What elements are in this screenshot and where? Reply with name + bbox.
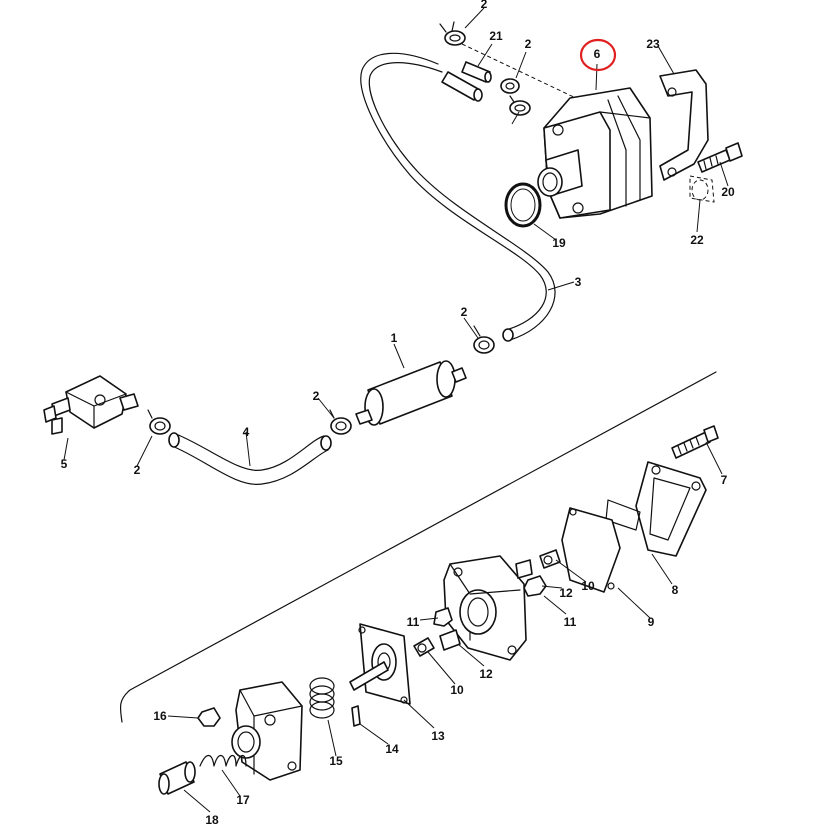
callout-3: 3 <box>575 275 582 289</box>
callout-16: 16 <box>153 709 167 723</box>
valve-10-upper <box>539 549 561 569</box>
callout-4: 4 <box>243 425 250 439</box>
callout-5: 5 <box>61 457 68 471</box>
fuel-pump-6 <box>537 87 653 219</box>
callout-2-mid: 2 <box>461 305 468 319</box>
callout-2-filter: 2 <box>313 389 320 403</box>
screw-7 <box>671 425 719 459</box>
diaphragm-13 <box>349 623 411 705</box>
callout-18: 18 <box>205 813 219 827</box>
pin-14 <box>351 705 361 727</box>
fuel-fitting-5 <box>43 375 139 435</box>
callout-11-upper: 11 <box>564 615 577 629</box>
spring-15 <box>309 677 335 719</box>
callout-9: 9 <box>648 615 655 629</box>
callout-21: 21 <box>489 29 503 43</box>
callout-labels: 2 21 2 6 23 20 22 19 3 2 1 2 4 2 5 7 8 9… <box>61 0 735 827</box>
spring-17 <box>199 754 247 767</box>
callout-7: 7 <box>721 473 728 487</box>
hose-clamp-right-lower <box>509 95 531 116</box>
callout-12-lower: 12 <box>479 667 493 681</box>
callout-11-lower: 11 <box>407 615 420 629</box>
callout-12-upper: 12 <box>559 586 573 600</box>
screw-10-lower <box>413 637 435 657</box>
fuel-hose-4 <box>168 432 332 485</box>
grommet-22 <box>689 175 715 203</box>
callout-6: 6 <box>594 47 601 61</box>
callout-19: 19 <box>552 236 566 250</box>
pump-cover-8 <box>635 461 707 557</box>
callout-1: 1 <box>391 331 398 345</box>
callout-13: 13 <box>431 729 445 743</box>
callout-6-highlight-circle <box>579 38 617 72</box>
check-valve-12-lower <box>439 629 461 651</box>
callout-2-top: 2 <box>481 0 488 11</box>
callout-10-upper: 10 <box>581 579 595 593</box>
hose-clamp-right-upper <box>500 78 520 94</box>
short-hose-21 <box>441 61 492 102</box>
hose-clamp-filter-left <box>329 409 352 435</box>
nut-11-upper <box>523 575 547 597</box>
callout-14: 14 <box>385 742 399 756</box>
plunger-18 <box>158 761 196 795</box>
pump-body <box>443 555 527 661</box>
bolt-20 <box>697 142 743 173</box>
callout-2-left: 2 <box>134 463 141 477</box>
callout-23: 23 <box>646 37 660 51</box>
fuel-hose-3 <box>360 52 556 342</box>
cover-8-wedge <box>605 499 641 531</box>
callout-22: 22 <box>690 233 704 247</box>
hose-clamp-filter-right <box>473 325 495 354</box>
fuel-filter-1 <box>355 360 467 426</box>
hose-clamp-hose4 <box>147 409 171 435</box>
o-ring-19 <box>504 182 542 228</box>
bracket-23 <box>659 69 709 181</box>
gasket-9 <box>561 507 621 593</box>
dashed-guide-top <box>461 43 581 101</box>
callout-8: 8 <box>672 583 679 597</box>
check-valve-12-upper <box>515 559 533 579</box>
callout-17: 17 <box>236 793 250 807</box>
nut-16 <box>197 707 221 727</box>
leader-lines <box>63 7 729 813</box>
callout-2-upper-right: 2 <box>525 37 532 51</box>
callout-20: 20 <box>721 185 735 199</box>
section-divider <box>119 371 717 723</box>
nut-11-lower <box>433 607 453 627</box>
callout-15: 15 <box>329 754 343 768</box>
callout-10-lower: 10 <box>450 683 464 697</box>
base-housing <box>231 681 303 781</box>
hose-clamp-top <box>439 21 466 46</box>
